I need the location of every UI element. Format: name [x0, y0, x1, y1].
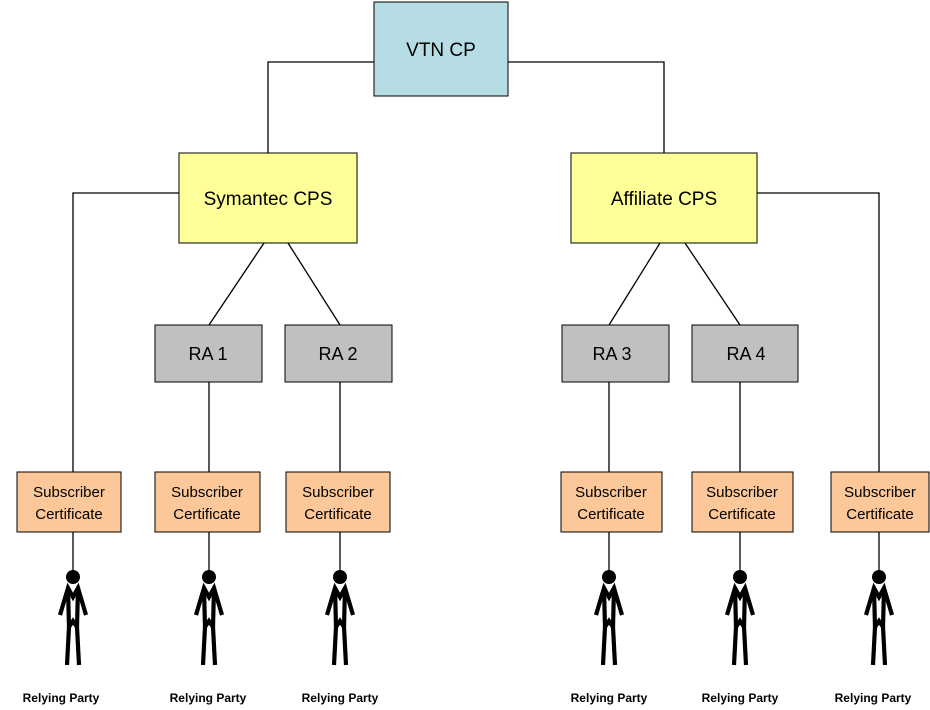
subscriber-line2-5: Certificate: [708, 506, 776, 523]
person-icon: [727, 570, 753, 665]
ra-label-3: RA 3: [592, 344, 631, 364]
ra-node-1: RA 1: [154, 324, 263, 383]
subscriber-line1-5: Subscriber: [706, 484, 778, 501]
subscriber-certificate-4: Subscriber Certificate: [560, 471, 663, 533]
subscriber-line2-4: Certificate: [577, 506, 645, 523]
subscriber-box-5: [691, 471, 794, 533]
connectors: [72, 61, 880, 570]
subscriber-line1-1: Subscriber: [33, 484, 105, 501]
subscriber-certificate-2: Subscriber Certificate: [154, 471, 261, 533]
cps-node-affiliate: Affiliate CPS: [570, 152, 758, 244]
subscriber-line1-3: Subscriber: [302, 484, 374, 501]
relying-party-label-4: Relying Party: [571, 691, 648, 705]
ra-box-4: [691, 324, 799, 383]
person-icon: [327, 570, 353, 665]
subscriber-box-4: [560, 471, 663, 533]
root-label: VTN CP: [406, 40, 476, 61]
subscriber-box-6: [830, 471, 930, 533]
connector-symantec-ra2: [287, 242, 341, 326]
ra-box-1: [154, 324, 263, 383]
subscriber-box-2: [154, 471, 261, 533]
cps-label-symantec: Symantec CPS: [204, 189, 333, 210]
ra-label-1: RA 1: [188, 344, 227, 364]
ra-node-4: RA 4: [691, 324, 799, 383]
subscriber-line1-2: Subscriber: [171, 484, 243, 501]
person-icon: [60, 570, 86, 665]
cps-box-symantec: [178, 152, 358, 244]
person-icon: [596, 570, 622, 665]
relying-party-label-2: Relying Party: [170, 691, 247, 705]
subscriber-line2-2: Certificate: [173, 506, 241, 523]
root-node: VTN CP: [373, 1, 509, 97]
connector-affiliate-ra3: [608, 242, 661, 326]
subscriber-line2-6: Certificate: [846, 506, 914, 523]
connector-root-affiliate: [508, 61, 665, 153]
relying-party-2: Relying Party: [170, 570, 247, 705]
relying-party-4: Relying Party: [571, 570, 648, 705]
relying-party-3: Relying Party: [302, 570, 379, 705]
subscriber-box-1: [16, 471, 122, 533]
ra-label-4: RA 4: [726, 344, 765, 364]
relying-party-label-5: Relying Party: [702, 691, 779, 705]
ra-node-2: RA 2: [284, 324, 393, 383]
relying-party-label-3: Relying Party: [302, 691, 379, 705]
subscriber-certificate-5: Subscriber Certificate: [691, 471, 794, 533]
relying-party-1: Relying Party: [23, 570, 100, 705]
connector-symantec-subscriber-1: [72, 192, 179, 472]
cps-node-symantec: Symantec CPS: [178, 152, 358, 244]
subscriber-box-3: [285, 471, 391, 533]
subscriber-line1-6: Subscriber: [844, 484, 916, 501]
relying-party-label-1: Relying Party: [23, 691, 100, 705]
subscriber-line1-4: Subscriber: [575, 484, 647, 501]
ra-box-3: [561, 324, 670, 383]
connector-root-symantec: [267, 61, 374, 153]
relying-party-5: Relying Party: [702, 570, 779, 705]
subscriber-certificate-1: Subscriber Certificate: [16, 471, 122, 533]
subscriber-line2-1: Certificate: [35, 506, 103, 523]
ra-label-2: RA 2: [318, 344, 357, 364]
connector-affiliate-ra4: [684, 242, 741, 326]
connector-symantec-ra1: [208, 242, 265, 326]
relying-party-6: Relying Party: [835, 570, 912, 705]
subscriber-certificate-6: Subscriber Certificate: [830, 471, 930, 533]
cps-box-affiliate: [570, 152, 758, 244]
relying-party-label-6: Relying Party: [835, 691, 912, 705]
cps-label-affiliate: Affiliate CPS: [611, 189, 717, 210]
subscriber-line2-3: Certificate: [304, 506, 372, 523]
connector-affiliate-subscriber-6: [757, 192, 880, 472]
root-box: [373, 1, 509, 97]
person-icon: [866, 570, 892, 665]
person-icon: [196, 570, 222, 665]
ra-box-2: [284, 324, 393, 383]
ra-node-3: RA 3: [561, 324, 670, 383]
subscriber-certificate-3: Subscriber Certificate: [285, 471, 391, 533]
